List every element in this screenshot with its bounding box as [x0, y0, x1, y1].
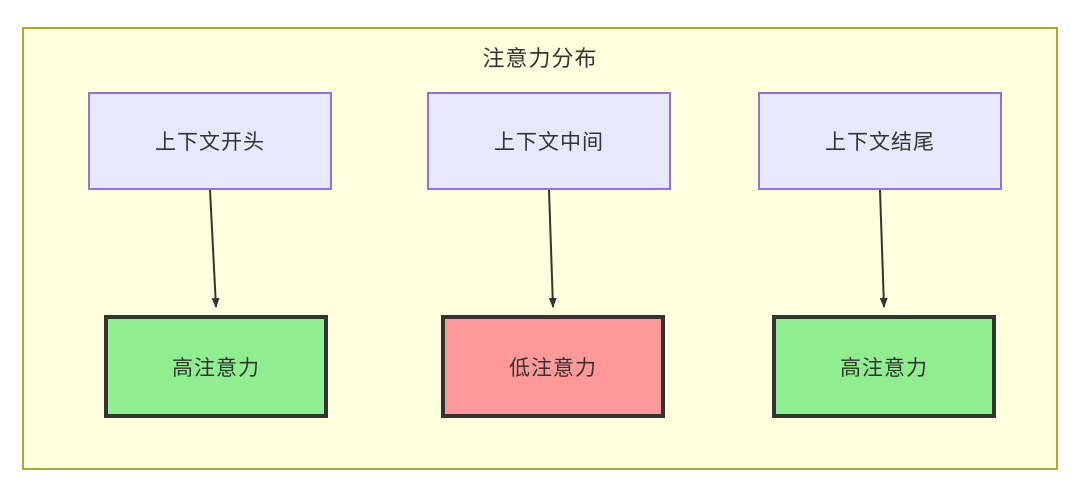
node-high-attention-start[interactable]: 高注意力: [104, 315, 328, 418]
node-context-start[interactable]: 上下文开头: [88, 92, 332, 190]
node-high-attention-end[interactable]: 高注意力: [772, 315, 996, 418]
diagram-title: 注意力分布: [482, 46, 598, 71]
node-context-end[interactable]: 上下文结尾: [758, 92, 1002, 190]
node-context-middle[interactable]: 上下文中间: [427, 92, 671, 190]
node-low-attention-middle[interactable]: 低注意力: [441, 315, 665, 418]
